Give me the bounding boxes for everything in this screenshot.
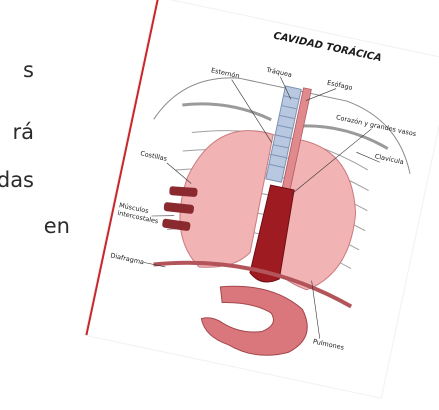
- text-fragment: das: [0, 168, 34, 192]
- text-fragment: s: [23, 58, 34, 82]
- text-fragment: en: [44, 214, 70, 238]
- stomach: [196, 278, 313, 364]
- left-text-column: s rá das en: [0, 0, 120, 410]
- clavicle-left: [182, 96, 272, 123]
- thoracic-cavity-diagram: CAVIDAD TORÁCICA Esternón Tráquea Esófag…: [85, 0, 439, 398]
- text-fragment: rá: [12, 120, 34, 144]
